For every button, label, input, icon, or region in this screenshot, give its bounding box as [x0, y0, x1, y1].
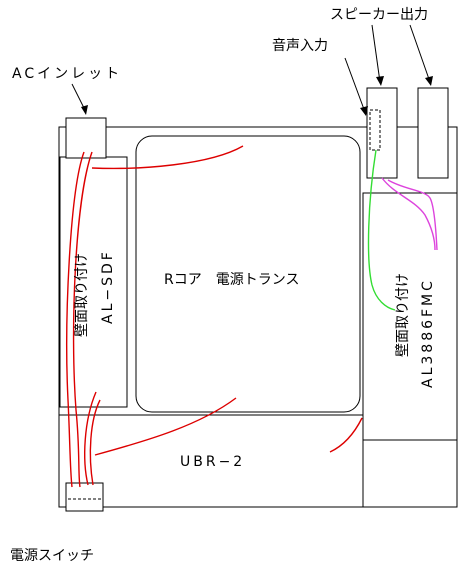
speaker-wiring	[381, 177, 438, 251]
speaker-wire-1	[381, 177, 436, 251]
speaker-output-leader-arrow-left	[371, 24, 384, 86]
ac-wire-switch-up-1	[84, 391, 97, 486]
ac-inlet-leader-arrow	[71, 83, 88, 115]
ac-wire-switch-up-2	[89, 399, 101, 486]
ac-wire-transformer-to-rectifier-2	[329, 417, 363, 453]
left-board-mount-label: 壁面取り付け	[74, 253, 90, 337]
ac-wire-inlet-to-switch-1	[66, 151, 85, 488]
ac-inlet-box	[65, 117, 107, 159]
audio-input-box	[366, 87, 398, 179]
audio-input-dashed-marker	[369, 109, 381, 151]
left-board-outline	[59, 156, 128, 408]
audio-input-wire	[367, 149, 396, 311]
right-board-outline	[362, 192, 458, 441]
audio-input-label: 音声入力	[272, 37, 328, 54]
ac-wire-inlet-to-switch-2	[72, 151, 93, 488]
speaker-output-label: スピーカー出力	[330, 7, 428, 23]
left-board-model-label: AL−SDF	[100, 249, 116, 324]
transformer-label: Rコア 電源トランス	[164, 272, 299, 288]
power-switch-box	[65, 482, 104, 512]
power-switch-label: 電源スイッチ	[10, 548, 94, 564]
transformer-outline	[135, 135, 361, 413]
ac-inlet-label: ACインレット	[12, 66, 122, 82]
right-board-mount-label: 壁面取り付け	[395, 273, 411, 357]
ac-wiring	[66, 145, 363, 488]
rectifier-label: UBR−2	[180, 454, 245, 470]
speaker-wire-2	[387, 179, 438, 251]
audio-input-leader-arrow	[344, 57, 368, 116]
ac-wire-inlet-to-transformer	[91, 145, 244, 170]
right-board-model-label: AL3886FMC	[420, 278, 436, 388]
speaker-output-leader-arrow-right	[409, 24, 433, 86]
speaker-output-box	[417, 87, 449, 179]
ac-wire-transformer-to-rectifier-1	[94, 397, 237, 456]
